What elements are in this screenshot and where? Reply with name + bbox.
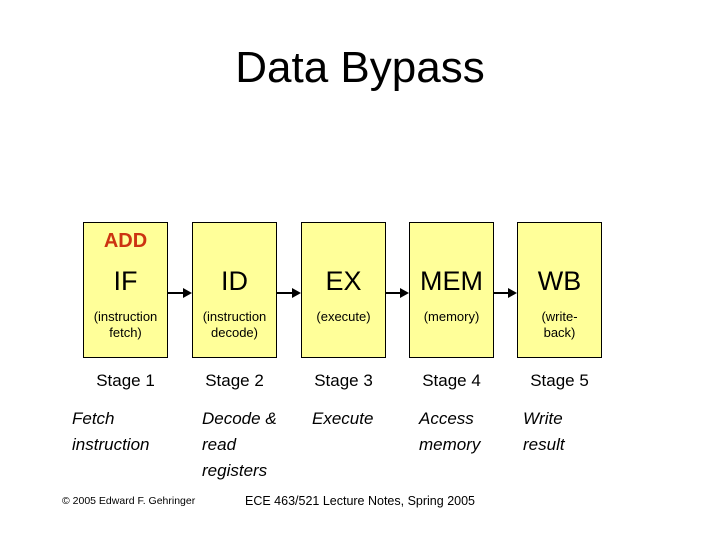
pipeline-box-if: ADD IF (instruction fetch) <box>83 222 168 358</box>
footer-copyright: © 2005 Edward F. Gehringer <box>62 495 196 507</box>
arrow-right-icon-ex-mem <box>386 287 409 299</box>
arrow-line <box>168 292 185 294</box>
stage-description-5: Write result <box>523 409 565 454</box>
footer-course-info: ECE 463/521 Lecture Notes, Spring 2005 <box>244 494 475 508</box>
stage-description-2: Decode & read registers <box>202 409 277 480</box>
stage-description-4: Access memory <box>419 409 481 454</box>
stage-detail-id: (instruction decode) <box>202 309 267 340</box>
stage-detail-ex: (execute) <box>316 309 371 324</box>
stage-number-4: Stage 4 <box>422 371 481 390</box>
arrow-line <box>277 292 294 294</box>
arrow-right-icon-if-id <box>168 287 192 299</box>
stage-abbr-mem: MEM <box>420 266 483 296</box>
arrow-head-icon <box>292 288 301 298</box>
stage-number-2: Stage 2 <box>205 371 264 390</box>
pipeline-box-ex: EX (execute) <box>301 222 386 358</box>
arrow-line <box>494 292 510 294</box>
stage-detail-wb: (write- back) <box>541 309 578 340</box>
stage-description-1: Fetch instruction <box>72 409 150 454</box>
arrow-line <box>386 292 402 294</box>
stage-abbr-ex: EX <box>325 266 362 296</box>
stage-detail-if: (instruction fetch) <box>93 309 158 340</box>
arrow-right-icon-id-ex <box>277 287 301 299</box>
stage-abbr-id: ID <box>221 266 248 296</box>
pipeline-box-mem: MEM (memory) <box>409 222 494 358</box>
arrow-head-icon <box>183 288 192 298</box>
opcode-label: ADD <box>103 230 148 252</box>
stage-number-5: Stage 5 <box>530 371 589 390</box>
stage-abbr-wb: WB <box>537 266 582 296</box>
stage-number-3: Stage 3 <box>314 371 373 390</box>
stage-abbr-if: IF <box>113 266 138 296</box>
arrow-head-icon <box>508 288 517 298</box>
pipeline-box-id: ID (instruction decode) <box>192 222 277 358</box>
stage-detail-mem: (memory) <box>423 309 480 324</box>
pipeline-box-wb: WB (write- back) <box>517 222 602 358</box>
stage-description-3: Execute <box>312 409 374 428</box>
slide-title: Data Bypass <box>235 43 485 92</box>
arrow-head-icon <box>400 288 409 298</box>
stage-number-1: Stage 1 <box>96 371 155 390</box>
arrow-right-icon-mem-wb <box>494 287 517 299</box>
